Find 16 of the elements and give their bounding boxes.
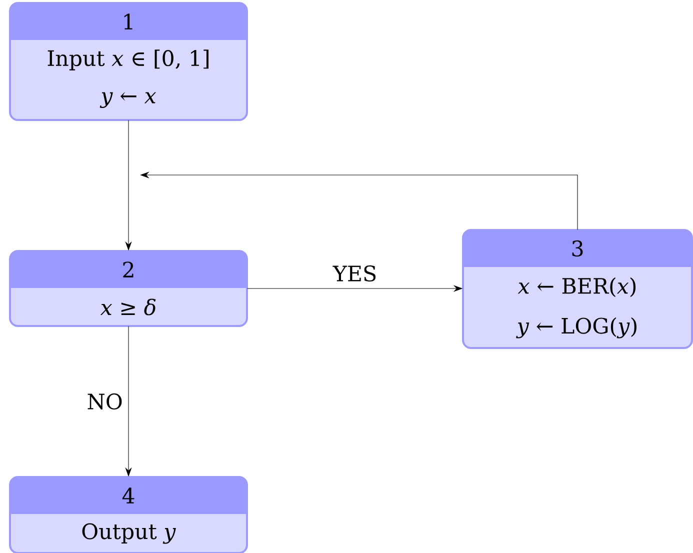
edge-label: YES — [330, 262, 380, 284]
box-number: 4 — [122, 488, 134, 504]
box-text: x ← BER(x) — [518, 277, 636, 297]
box-text: x ≥ δ — [100, 298, 156, 316]
box-text: Input x ∈ [0, 1] — [48, 50, 208, 70]
process-box — [9, 2, 248, 121]
box-text: y ← LOG(y) — [516, 317, 636, 338]
box-number: 1 — [124, 14, 132, 30]
process-box — [9, 250, 248, 327]
box-text: y ← x — [100, 92, 156, 108]
box-text: Output y — [82, 523, 176, 544]
process-box — [9, 476, 248, 553]
process-box — [462, 229, 693, 349]
box-number: 2 — [123, 262, 134, 278]
box-number: 3 — [572, 240, 583, 257]
edge-label: NO — [84, 390, 126, 412]
